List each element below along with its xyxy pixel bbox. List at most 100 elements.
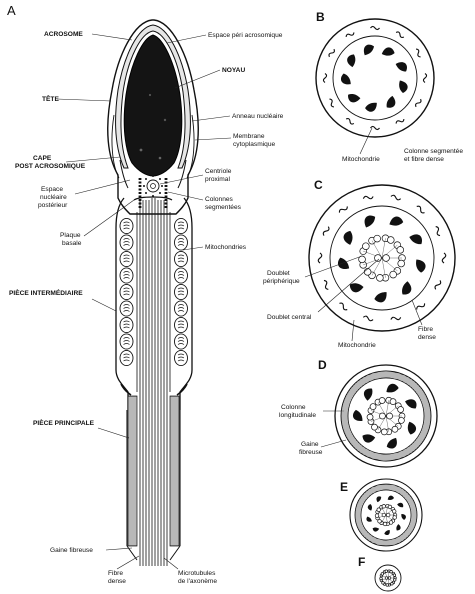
peripheral-doublet [364,268,371,275]
label-b-mitochondrie: Mitochondrie [342,156,380,163]
peripheral-doublet [383,522,387,526]
peripheral-doublet [390,399,396,405]
peripheral-doublet [386,584,389,587]
peripheral-doublet [382,504,386,508]
label-c-doublet-p1: Doublet [267,270,290,277]
mitochondrion [120,301,133,316]
panel-letter-f: F [358,555,365,569]
mitochondrion [120,334,133,349]
label-piece-intermediaire: PIÈCE INTERMÉDIAIRE [9,288,83,297]
column-segment [165,192,168,194]
label-cape-2: POST ACROSOMIQUE [15,163,86,170]
mitochondria-right [175,218,188,365]
label-gaine-fibreuse: Gaine fibreuse [50,547,93,554]
label-colonnes-2: segmentées [205,204,242,211]
label-centriole-1: Centriole [205,168,232,175]
mitochondrion [175,235,188,250]
column-segment [165,189,168,191]
peripheral-doublet [371,424,377,430]
panel-d-cross-section: D Colonne longitudinale Gaine fibreuse [279,358,437,467]
label-micro-1: Microtubules [178,570,216,577]
panel-letter-a: A [7,3,16,18]
peripheral-doublet [385,570,388,573]
mitochondrion [120,350,133,365]
mitochondrion [120,268,133,283]
peripheral-doublet [391,583,394,586]
mitochondrion [175,301,188,316]
label-micro-2: de l'axonème [178,578,217,585]
central-doublet [387,413,393,419]
axoneme [140,198,167,566]
panel-f-cross-section: F [358,555,401,591]
panel-c-cross-section: C Doublet périphérique Doublet central M… [263,178,455,349]
central-doublet [388,577,391,580]
mitochondrion [120,235,133,250]
label-acrosome: ACROSOME [44,31,83,38]
label-b-colonne-1: Colonne segmentée [404,148,463,155]
peripheral-doublet [374,235,381,242]
label-anneau: Anneau nucléaire [232,113,284,120]
column-segment [165,178,168,180]
peripheral-doublet [398,417,404,423]
label-c-doublet-p2: périphérique [263,278,300,285]
column-segment [139,178,142,180]
label-d-gaine-1: Gaine [301,441,319,448]
mitochondrion [175,334,188,349]
label-cape-1: CAPE [33,155,52,162]
label-fibre-2: dense [108,578,126,585]
label-espace-peri: Espace péri acrosomique [208,32,283,39]
label-d-colonne-1: Colonne [281,404,306,411]
mitochondrion [175,251,188,266]
central-doublet [375,255,382,262]
column-segment [139,192,142,194]
panel-b-cross-section: B Mitochondrie Colonne segmentée et fibr… [316,10,463,163]
mitochondrion [175,317,188,332]
label-c-mitochondrie: Mitochondrie [338,342,376,349]
label-d-gaine-2: fibreuse [299,449,323,456]
peripheral-doublet [376,274,383,281]
label-membrane-1: Membrane [233,133,265,140]
central-doublet [379,413,385,419]
peripheral-doublet [392,426,398,432]
mitochondrion [175,268,188,283]
label-espace-post-3: postérieur [38,202,68,209]
fibrous-sheath-left [128,396,137,546]
label-centriole-2: proximal [205,176,230,183]
central-doublet [386,513,390,517]
peripheral-doublet [393,574,396,577]
fibrous-sheath-right [170,396,179,546]
column-segment [139,182,142,184]
column-segment [139,185,142,187]
mitochondrion [120,284,133,299]
mitochondrion [175,284,188,299]
label-espace-post-1: Espace [41,186,63,193]
column-segment [165,185,168,187]
central-doublet [385,577,388,580]
mitochondrion [120,317,133,332]
peripheral-doublet [393,579,396,582]
panel-letter-e: E [340,480,348,494]
peripheral-doublet [398,260,405,267]
peripheral-doublet [370,404,376,410]
mitochondrion [120,218,133,233]
label-colonnes-1: Colonnes [205,196,234,203]
peripheral-doublet [398,407,404,413]
label-c-fibre-1: Fibre [418,326,433,333]
panel-a-sperm-longitudinal: A ACROSOME TÊTE CAPE POST ACROSOMIQUE Es… [7,3,284,585]
label-c-fibre-2: dense [418,334,436,341]
label-tete: TÊTE [42,94,59,103]
label-plaque-1: Plaque [60,232,81,239]
label-c-doublet-central: Doublet central [267,314,312,321]
peripheral-doublet [397,246,404,253]
peripheral-doublet [387,237,394,244]
panel-letter-b: B [316,10,325,24]
mitochondrion [175,218,188,233]
peripheral-doublet [379,397,385,403]
peripheral-doublet [389,521,393,525]
panel-letter-d: D [318,358,327,372]
panel-e-cross-section: E [340,479,422,551]
label-fibre-1: Fibre [108,570,123,577]
mitochondria-left [120,218,133,365]
panel-letter-c: C [314,178,323,192]
